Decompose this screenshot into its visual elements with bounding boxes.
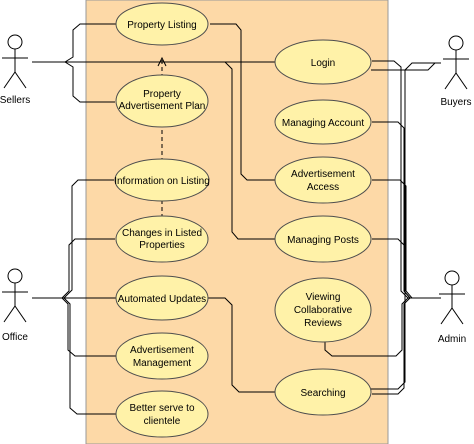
usecase-managing-account-label: Managing Account xyxy=(282,118,365,129)
connector-admin-viewing xyxy=(324,297,441,357)
actor-sellers[interactable] xyxy=(2,34,28,89)
usecase-ad-mgmt-label-2: Management xyxy=(133,358,192,369)
usecase-managing-posts[interactable] xyxy=(274,215,372,263)
actor-buyers-leg-right xyxy=(455,72,468,90)
connector-buyers-searching xyxy=(371,62,441,390)
usecase-changes-label-2: Properties xyxy=(139,240,185,251)
usecase-login[interactable] xyxy=(274,39,372,85)
actor-sellers-leg-right xyxy=(14,71,27,89)
actor-sellers-head xyxy=(7,34,23,50)
usecase-property-listing[interactable] xyxy=(115,2,209,46)
usecase-ad-plan-label-1: Property xyxy=(143,89,181,100)
usecase-ad-access-label-1: Advertisement xyxy=(291,169,355,180)
usecase-ad-plan-label-2: Advertisement Plan xyxy=(119,101,206,112)
usecase-viewing-reviews-label-3: Reviews xyxy=(304,318,342,329)
actor-admin-head xyxy=(444,270,460,286)
usecase-changes-label-1: Changes in Listed xyxy=(122,228,202,239)
actor-sellers-leg-left xyxy=(3,71,16,89)
usecase-managing-posts-label: Managing Posts xyxy=(287,235,359,246)
usecase-automated-updates[interactable] xyxy=(115,275,209,321)
usecase-better-serve-label-2: clientele xyxy=(144,416,181,427)
usecase-viewing-reviews-label-2: Collaborative xyxy=(294,305,353,316)
usecase-ad-access-label-2: Access xyxy=(307,182,339,193)
usecase-searching-label: Searching xyxy=(300,388,345,399)
actor-admin-leg-right xyxy=(451,307,464,325)
actor-buyers[interactable] xyxy=(443,35,469,90)
actor-office-head xyxy=(7,268,23,284)
usecase-better-serve-label-1: Better serve to xyxy=(129,403,194,414)
usecase-viewing-reviews-label-1: Viewing xyxy=(306,292,341,303)
connector-sellers-managing-posts xyxy=(60,61,276,240)
usecase-info-listing-label: Information on Listing xyxy=(114,176,210,187)
usecase-viewing-reviews[interactable] xyxy=(274,277,372,343)
actor-buyers-label: Buyers xyxy=(440,97,471,108)
usecase-login-label: Login xyxy=(311,58,335,69)
usecase-managing-account[interactable] xyxy=(274,99,372,145)
usecase-changes[interactable] xyxy=(115,215,209,263)
usecase-ad-mgmt-label-1: Advertisement xyxy=(130,345,194,356)
usecase-better-serve[interactable] xyxy=(115,390,209,438)
actor-admin-label: Admin xyxy=(438,334,466,345)
actor-admin-leg-left xyxy=(440,307,453,325)
actor-sellers-label: Sellers xyxy=(0,95,30,106)
usecase-ad-access[interactable] xyxy=(274,156,372,204)
actor-buyers-head xyxy=(448,35,464,51)
usecase-searching[interactable] xyxy=(274,368,372,416)
actor-office-leg-left xyxy=(3,305,16,323)
usecase-ad-plan[interactable] xyxy=(115,74,209,128)
usecase-info-listing[interactable] xyxy=(114,158,210,202)
usecase-ad-mgmt[interactable] xyxy=(115,332,209,380)
actor-buyers-leg-left xyxy=(444,72,457,90)
actor-office-label: Office xyxy=(2,332,28,343)
include-arrow-head xyxy=(157,56,167,67)
usecase-property-listing-label: Property Listing xyxy=(127,20,196,31)
actor-office[interactable] xyxy=(2,268,28,323)
actor-admin[interactable] xyxy=(439,270,465,325)
usecase-automated-updates-label: Automated Updates xyxy=(118,294,206,305)
connector-property-listing-ad-access xyxy=(210,23,276,181)
actor-office-leg-right xyxy=(14,305,27,323)
connector-admin-searching xyxy=(372,297,441,395)
